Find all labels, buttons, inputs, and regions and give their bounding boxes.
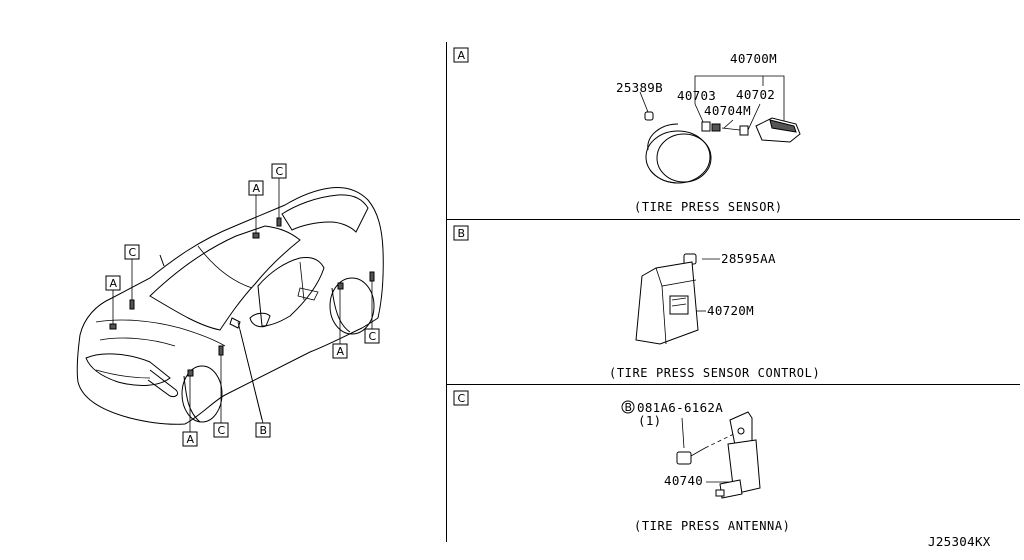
section-b: B 28595AA 40720M (TIRE PRESS SENSOR CONT…: [453, 225, 820, 380]
tpms-control-unit-icon: [635, 261, 699, 345]
section-a-caption: (TIRE PRESS SENSOR): [634, 200, 783, 214]
svg-text:B: B: [260, 424, 268, 437]
callout-c-front-hood: C: [124, 244, 140, 310]
part-25389b: 25389B: [616, 80, 663, 95]
callout-a-rear-wheel: A: [332, 282, 348, 359]
svg-text:C: C: [218, 424, 226, 437]
part-40740: 40740: [664, 473, 703, 488]
valve-cap-icon: [644, 111, 654, 121]
svg-text:C: C: [276, 165, 284, 178]
section-a-label-box: [453, 47, 469, 63]
svg-text:A: A: [337, 345, 345, 358]
section-c-label-box: [453, 390, 469, 406]
tire-pressure-sensor-icon: [755, 117, 801, 143]
svg-text:C: C: [129, 246, 137, 259]
callout-b-door: B: [237, 321, 271, 438]
part-40704m: 40704M: [704, 103, 751, 118]
section-c-caption: (TIRE PRESS ANTENNA): [634, 519, 791, 533]
section-b-caption: (TIRE PRESS SENSOR CONTROL): [609, 366, 820, 380]
part-081a6-6162a: 081A6-6162A: [637, 400, 723, 415]
callout-a-front-wheel: A: [182, 369, 198, 447]
vehicle-illustration: [76, 187, 384, 425]
svg-text:A: A: [110, 277, 118, 290]
part-quantity: (1): [638, 413, 661, 428]
part-28595aa: 28595AA: [721, 251, 776, 266]
section-a-letter: A: [458, 49, 466, 62]
section-b-label-box: [453, 225, 469, 241]
section-c: C B 081A6-6162A (1) 40740 (TIRE PRESS AN…: [453, 390, 791, 533]
part-40720m: 40720M: [707, 303, 754, 318]
part-40700m: 40700M: [730, 51, 777, 66]
part-40702: 40702: [736, 87, 775, 102]
valve-nut-icon: [701, 121, 721, 132]
callout-a-front-left: A: [105, 275, 121, 330]
valve-seal-icon: [739, 125, 749, 136]
callout-c-roof: C: [271, 163, 287, 227]
section-a: A 40700M 25389B 40703 40702 40704M: [453, 47, 801, 214]
diagram-id: J25304KX: [928, 534, 991, 549]
svg-text:C: C: [369, 330, 377, 343]
car-callouts: C A C A A C: [105, 163, 380, 447]
antenna-bolt-icon: [676, 447, 706, 465]
svg-text:A: A: [253, 182, 261, 195]
callout-a-roof: A: [248, 180, 264, 239]
svg-text:B: B: [625, 401, 633, 414]
section-c-letter: C: [458, 392, 466, 405]
tire-pressure-antenna-icon: [715, 411, 761, 499]
svg-text:A: A: [187, 433, 195, 446]
section-b-letter: B: [458, 227, 466, 240]
bolt-type-symbol: [621, 400, 635, 414]
wheel-rim-icon: [645, 123, 712, 184]
callout-c-rear: C: [364, 271, 380, 344]
callout-c-fender: C: [213, 345, 229, 438]
part-40703: 40703: [677, 88, 716, 103]
